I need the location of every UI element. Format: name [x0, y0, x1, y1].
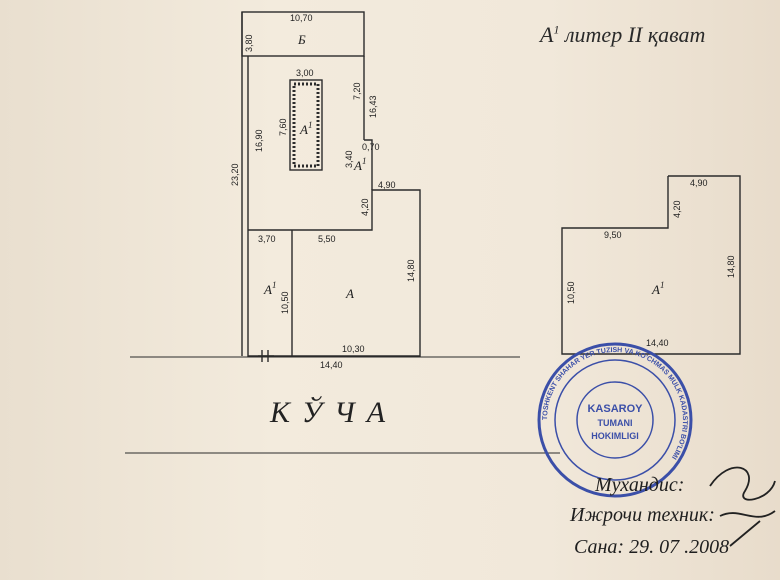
stamp-center-ring	[576, 381, 654, 459]
date-row: Сана: 29. 07 .2008	[574, 536, 729, 559]
dim-right-width: 9,50	[604, 230, 622, 240]
dim-inner-height: 7,60	[278, 118, 288, 136]
small-room-wall	[364, 139, 373, 190]
stamp-outer-ring	[537, 342, 693, 498]
stamp-inner-ring	[554, 359, 676, 481]
dim-right-step: 4,20	[672, 200, 682, 218]
dim-left-mid: 16,90	[254, 129, 264, 152]
dim-right-left-height: 10,50	[566, 281, 576, 304]
dim-left-room-width: 3,70	[258, 234, 276, 244]
dim-right-right-height: 14,80	[726, 255, 736, 278]
stamp-center-bottom: HOKIMLIGI	[591, 431, 639, 441]
dim-main-room-width: 5,50	[318, 234, 336, 244]
dim-main-room-height: 14,80	[406, 259, 416, 282]
inner-pool	[289, 79, 323, 171]
dim-annex-height: 4,20	[360, 198, 370, 216]
dim-bottom-total: 14,40	[320, 360, 343, 370]
stamp-center-top: KASAROY	[587, 403, 643, 415]
room-b-label: Б	[297, 32, 306, 47]
dim-b-height: 3,80	[244, 34, 254, 52]
technician-label: Ижрочи техник:	[570, 504, 715, 526]
dim-right-bottom: 14,40	[646, 338, 669, 348]
dim-small-height: 3,40	[344, 150, 354, 168]
inner-pool-hatch	[292, 82, 320, 168]
building-outline	[247, 56, 421, 357]
stamp-center-mid: TUMANI	[598, 418, 633, 428]
signature-scribble	[709, 466, 776, 547]
dim-right-top: 4,90	[690, 178, 708, 188]
engineer-label: Мухандис:	[595, 474, 685, 496]
room-a1-top-label: А1	[299, 120, 312, 137]
room-a-label: А	[345, 286, 354, 301]
date-value: 29. 07 .2008	[629, 536, 730, 558]
drawing-title: А1 литер II қават	[540, 22, 706, 47]
second-floor-outline	[561, 175, 741, 355]
room-a1-small-label: А1	[353, 156, 366, 173]
dim-annex-width: 4,90	[378, 180, 396, 190]
dim-left-room-height: 10,50	[280, 291, 290, 314]
dim-inner-width: 3,00	[296, 68, 314, 78]
dim-right-upper: 7,20	[352, 82, 362, 100]
official-stamp: TOSHKENT SHAHAR YER TUZISH VA KO'CHMAS M…	[537, 342, 693, 498]
room-a1-left-label: А1	[263, 280, 276, 297]
dim-small-width: 0,70	[362, 142, 380, 152]
dim-right-upper-total: 16,43	[368, 95, 378, 118]
street-label: КЎЧА	[270, 396, 398, 429]
dim-bottom-inner: 10,30	[342, 344, 365, 354]
dim-overall-left: 23,20	[230, 163, 240, 186]
date-label: Сана:	[574, 536, 625, 558]
room-a1-right-label: А1	[651, 280, 664, 297]
dim-top-width: 10,70	[290, 13, 313, 23]
